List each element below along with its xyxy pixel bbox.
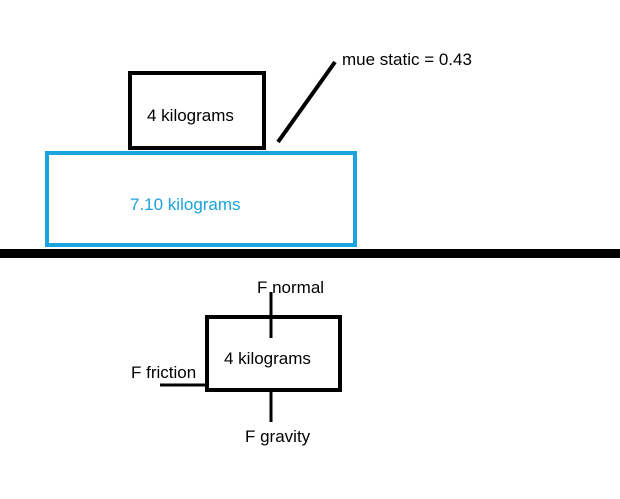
bottom-block (45, 151, 357, 247)
free-body-block-label: 4 kilograms (224, 349, 311, 368)
top-block-label: 4 kilograms (147, 106, 234, 125)
coefficient-label: mue static = 0.43 (342, 50, 472, 69)
coefficient-pointer (276, 60, 337, 144)
bottom-block-label: 7.10 kilograms (130, 195, 241, 214)
gravity-force-label: F gravity (245, 427, 311, 446)
ground-line (0, 249, 620, 258)
normal-force-label: F normal (257, 278, 325, 297)
top-block (128, 71, 266, 150)
friction-force-label: F friction (131, 363, 197, 382)
free-body-block (205, 315, 342, 392)
